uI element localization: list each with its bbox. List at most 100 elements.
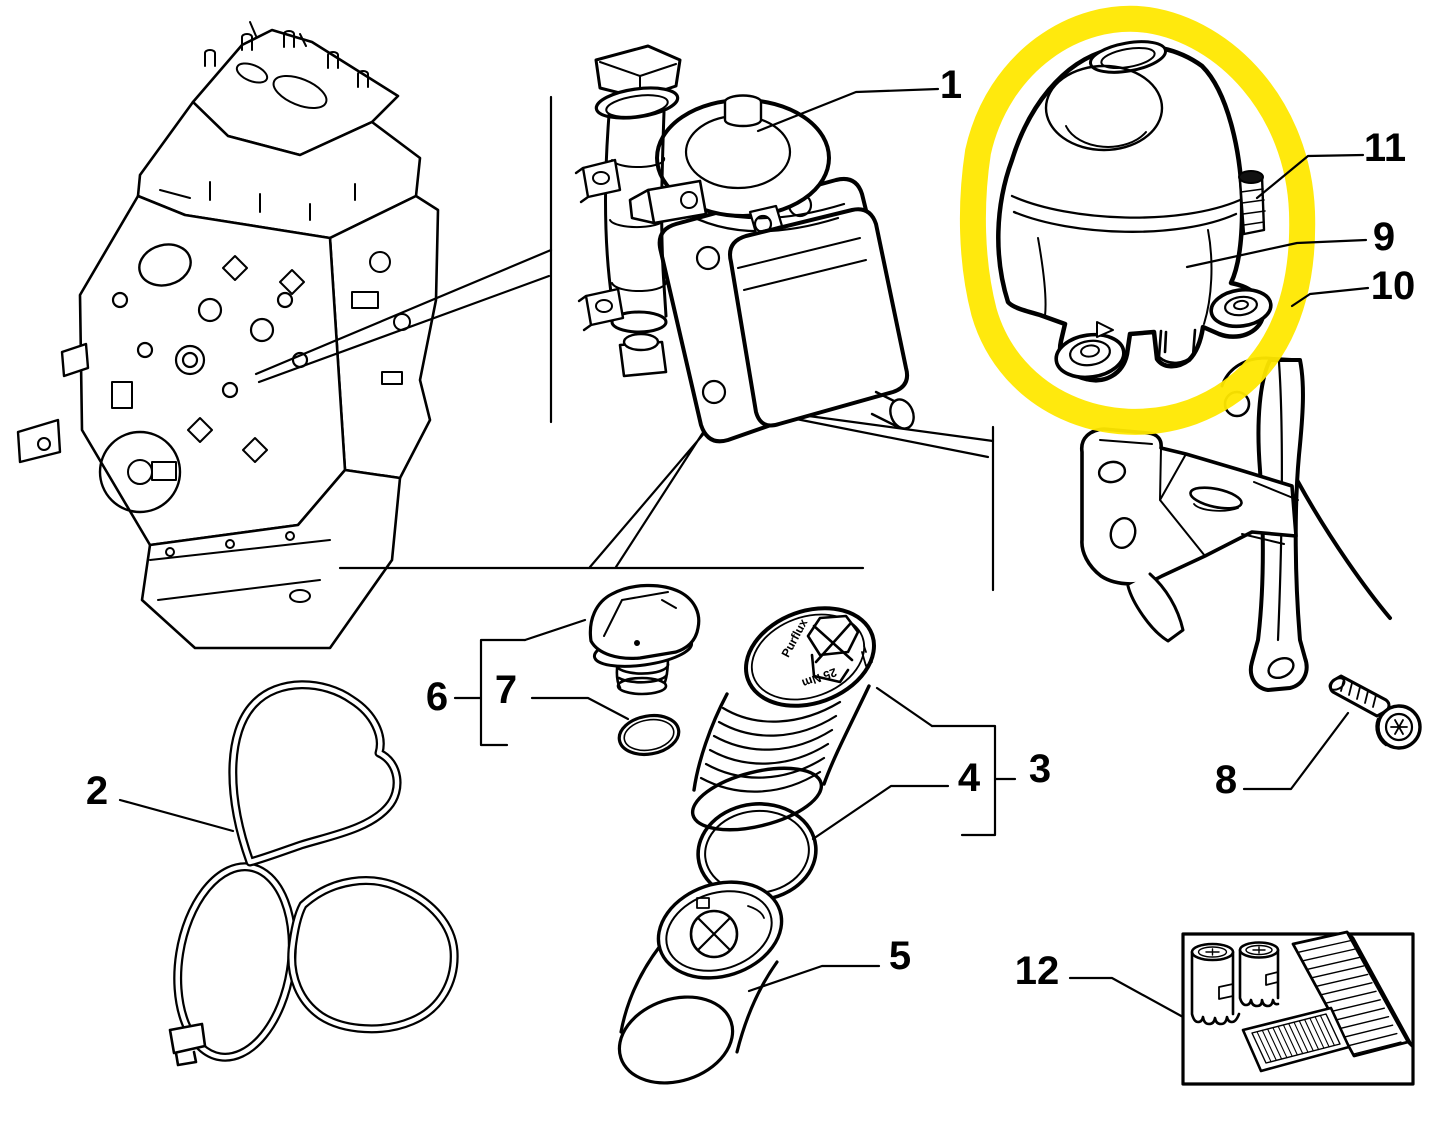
callout-leader-1: [756, 87, 940, 133]
engine-block-drawing: [16, 21, 440, 650]
engine-gear-opening: [138, 243, 192, 287]
housing-dome-nub: [723, 94, 763, 128]
cartridge-arrow-marking: [861, 645, 873, 667]
engine-pan-details: [149, 531, 331, 603]
engine-bolt-towers: [204, 21, 369, 88]
kit-oil-filter-1-body: [1190, 950, 1241, 1026]
o-ring-small-outer: [617, 713, 681, 757]
cover-foot-pad-right-mid: [1224, 295, 1258, 317]
bracket-flange-hole-2: [1109, 516, 1137, 550]
bolt-head-flange: [1375, 717, 1388, 747]
cartridge-top: [744, 606, 876, 708]
cartridge-ribs: [699, 700, 842, 793]
bolt-torx: [1390, 719, 1408, 735]
oil-filter-housing-drawing: [574, 44, 915, 444]
callout-leader-7: [530, 696, 630, 721]
bracket-lower-point: [1126, 572, 1185, 643]
highlight-ellipse: [959, 5, 1316, 435]
housing-tab-upper-hole: [592, 171, 610, 185]
kit-oil-filter-1-cross: [1205, 948, 1220, 956]
filler-cap-drawing: [588, 583, 701, 696]
cartridge-top-rim: [750, 613, 866, 701]
callout-label-9: 9: [1373, 215, 1395, 259]
kit-cabin-filter-border: [1251, 1013, 1341, 1064]
kit-cabin-filter-hatch: [1256, 1014, 1335, 1063]
bracket-foot-hole: [1267, 656, 1295, 680]
cover-skirt-creases: [1037, 229, 1213, 325]
element-bottom: [617, 995, 735, 1085]
kit-cabin-filter: [1241, 1006, 1351, 1073]
callout-bracket-3: [930, 724, 1017, 837]
stud-threads: [1240, 188, 1266, 226]
housing-right-port-end: [889, 398, 915, 430]
callout-label-2: 2: [86, 769, 108, 813]
kit-oil-filter-2: [1238, 941, 1280, 1008]
kit-oil-filter-1-label: [1218, 983, 1234, 1000]
callout-label-7: 7: [495, 668, 517, 712]
cover-foot-pad-right-hole: [1233, 299, 1249, 311]
kit-oil-filter-1-top-inner: [1197, 946, 1228, 958]
callout-leader-10: [1290, 286, 1370, 308]
filter-cartridge-drawing: Purflux 25 Nm: [690, 606, 876, 832]
kit-oil-filter-2-top-inner: [1245, 944, 1273, 956]
kit-oil-filter-2-body: [1238, 948, 1280, 1008]
cap-wing-detail: [603, 591, 677, 637]
gasket-drawing: [168, 680, 459, 1067]
cap-wing-dot: [634, 640, 640, 646]
engine-left-lug: [16, 342, 90, 464]
callout-label-4: 4: [958, 756, 981, 800]
callout-labels: 1 2 3 4 5 6 7 8 9 10 11 12: [86, 63, 1415, 993]
callout-leader-12: [1068, 976, 1185, 1019]
cap-neck: [615, 654, 670, 690]
support-bracket-drawing: [1079, 356, 1392, 692]
element-center-cross-ring: [689, 909, 739, 959]
callout-leader-4: [811, 784, 950, 841]
cover-arrow-marker: [1096, 321, 1114, 338]
callout-leader-3-cartridge: [875, 686, 934, 728]
gasket-tab: [168, 1022, 207, 1067]
callout-leader-9: [1185, 238, 1368, 269]
gasket-right-lobe: [287, 876, 459, 1034]
engine-front-face: [78, 194, 347, 547]
cover-notch: [1157, 328, 1197, 365]
housing-tab-lower: [577, 287, 625, 332]
o-ring-small-drawing: [617, 713, 681, 757]
gasket-right-lobe-outer: [287, 876, 459, 1034]
gasket-right-lobe-inner: [289, 878, 457, 1031]
cap-wing: [588, 583, 701, 660]
callout-leader-8: [1242, 711, 1350, 791]
cover-dome-arc: [1065, 125, 1147, 148]
pointer-housing-to-lower-group: [588, 422, 714, 569]
filter-element-drawing: [617, 880, 784, 1085]
cover-foot-pad-left-mid: [1069, 339, 1111, 367]
bracket-web-curve: [1295, 478, 1392, 620]
cover-foot-pad-right: [1209, 287, 1273, 329]
o-ring-small-inner: [623, 718, 675, 752]
element-center-cross: [696, 916, 732, 952]
bracket-flange-folds: [1099, 439, 1299, 557]
gasket-upper-lobe-outer: [228, 680, 402, 867]
gasket-upper-lobe: [228, 680, 402, 867]
gasket-upper-lobe-inner: [230, 682, 400, 865]
bolt-head-inner: [1384, 712, 1414, 742]
housing-cooler-box: [728, 207, 910, 428]
callout-label-11: 11: [1364, 126, 1406, 170]
cap-neck-bottom: [616, 676, 668, 696]
element-top-rim: [665, 890, 773, 972]
callout-label-5: 5: [889, 934, 911, 978]
filler-neck-base-ring: [610, 310, 668, 334]
callout-leader-6-cap: [523, 618, 587, 642]
bracket-slot: [1189, 486, 1243, 510]
cartridge-hex-nut: [806, 614, 860, 684]
filler-neck-cap: [594, 44, 682, 100]
housing-tab-upper: [574, 158, 622, 204]
callout-bracket-6-7: [453, 638, 527, 747]
callout-label-10: 10: [1371, 264, 1416, 308]
element-top-details: [696, 897, 765, 919]
callout-leaders: [118, 87, 1370, 1019]
bolt-drawing: [1328, 674, 1422, 750]
pointer-engine-to-housing: [254, 248, 553, 384]
kit-air-filter-ribs: [1296, 939, 1402, 1055]
